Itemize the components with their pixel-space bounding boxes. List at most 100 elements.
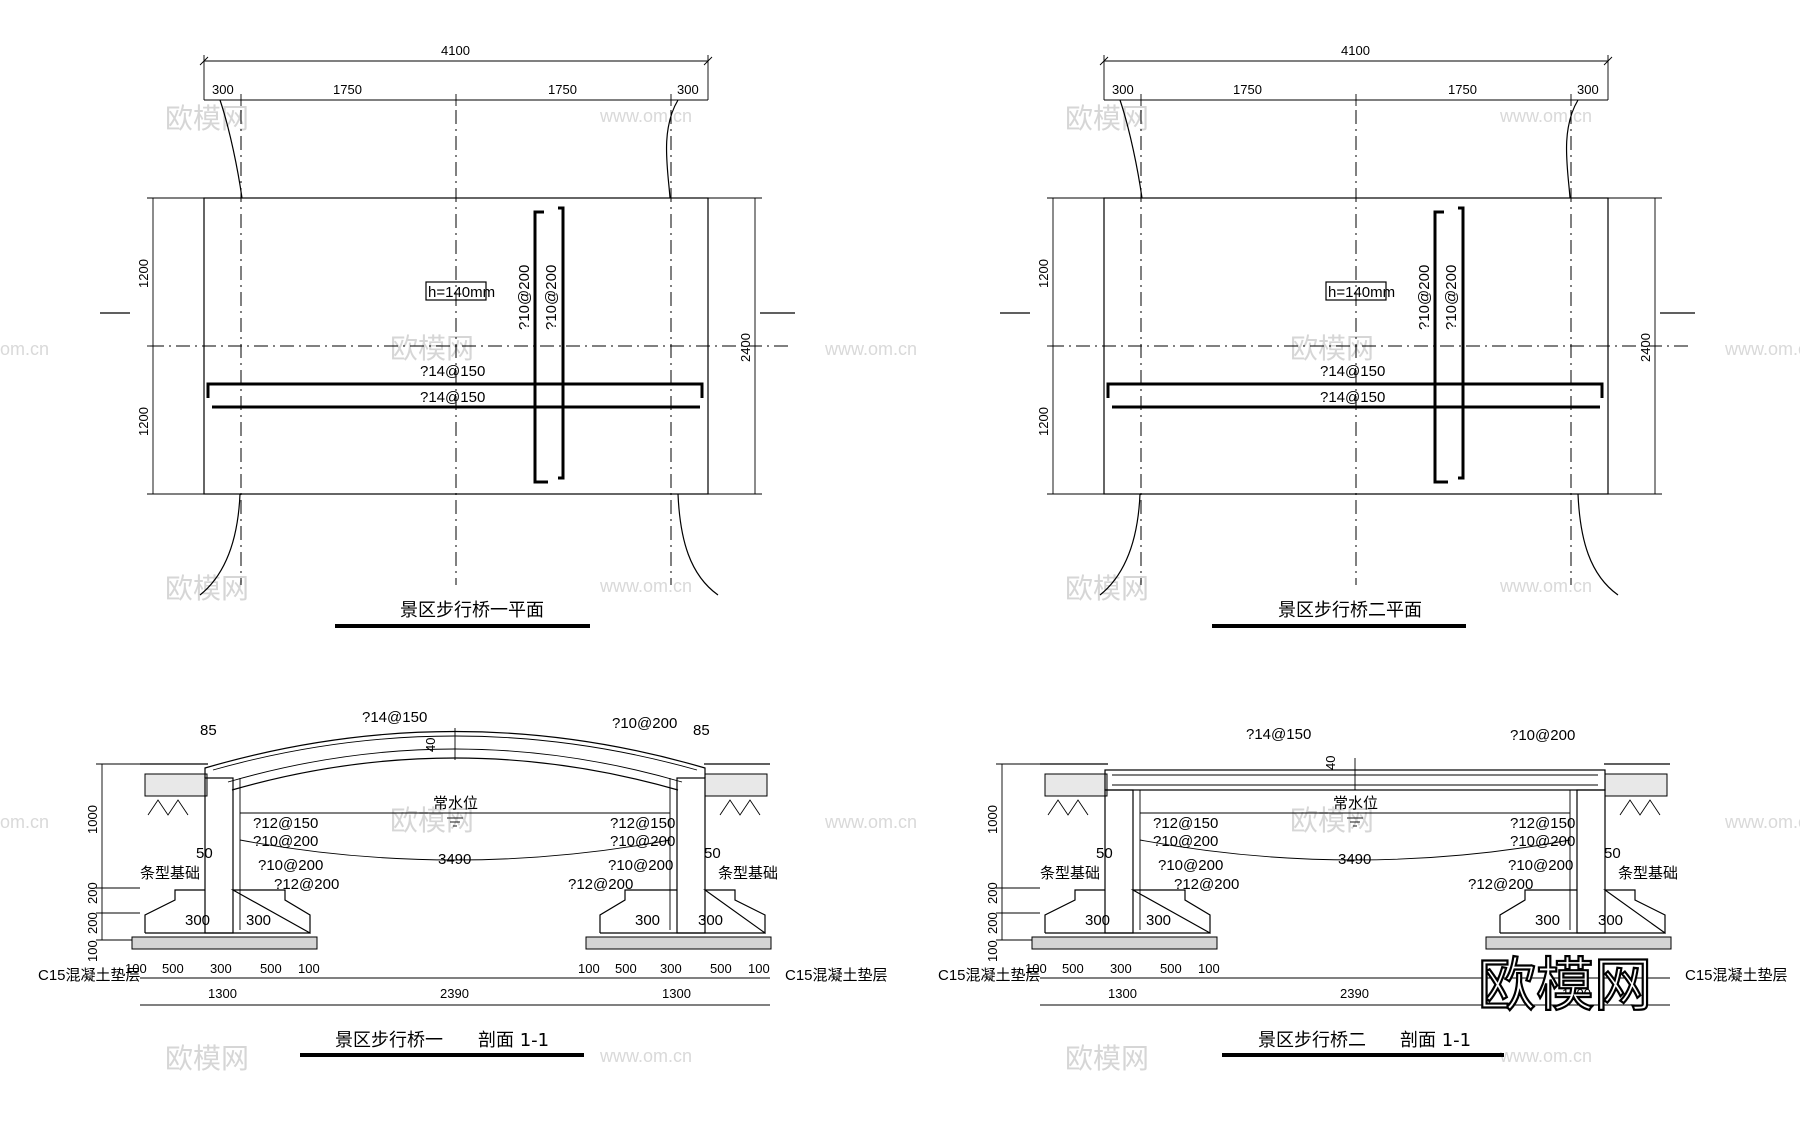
dim-edge-right: 300 (677, 82, 699, 97)
cover-right-dim: 85 (693, 722, 710, 739)
wm-url: www.om.cn (1724, 339, 1800, 359)
wm-url: www.om.cn (1724, 812, 1800, 832)
section-title-2: 景区步行桥二 (1258, 1030, 1366, 1051)
section-tag-1: 剖面 1-1 (478, 1030, 549, 1051)
foundation-label: 条型基础 (1040, 865, 1100, 882)
wall-bar-1: ?12@150 (610, 815, 675, 832)
bar-top-main: ?14@150 (362, 709, 427, 726)
dim-bot-e: 100 (1198, 961, 1220, 976)
dim-bot-b: 500 (162, 961, 184, 976)
wm-url: www.om.cn (599, 1046, 692, 1066)
wall-thickness: 300 (246, 912, 271, 929)
wall-bar-3: ?10@200 (608, 857, 673, 874)
dim-pad-h: 100 (85, 940, 100, 962)
section-view-2: 1000 200 200 100 40 常水位 ?14@150 ?10@200 … (938, 726, 1788, 1057)
dim-bot-b: 500 (1062, 961, 1084, 976)
wm-url: www.om.cn (1499, 1046, 1592, 1066)
dim-total: 4100 (1341, 43, 1370, 58)
chamfer-dim: 50 (1604, 845, 1621, 862)
bar-top-dist: ?10@200 (1510, 727, 1575, 744)
wall-bar-1: ?12@150 (1153, 815, 1218, 832)
dim-edge-left: 300 (212, 82, 234, 97)
chamfer-dim: 50 (1096, 845, 1113, 862)
wm-brand: 欧模网 (165, 102, 249, 135)
bar-top-main: ?14@150 (1246, 726, 1311, 743)
wall-bar-1: ?12@150 (1510, 815, 1575, 832)
section-view-1: 1000 200 200 100 40 常水位 85 85 (38, 709, 888, 1057)
dim-bot-e: 100 (298, 961, 320, 976)
dim-bot-a: 100 (125, 961, 147, 976)
water-level-label: 常水位 (1333, 795, 1378, 812)
dim-footing-h2: 200 (85, 912, 100, 934)
wall-thickness: 300 (698, 912, 723, 929)
dim-mid: 2390 (440, 986, 469, 1001)
wm-brand: 欧模网 (165, 1042, 249, 1075)
clear-span-dim: 3490 (1338, 851, 1371, 868)
dim-right-total: 1300 (662, 986, 691, 1001)
wall-bar-4: ?12@200 (274, 876, 339, 893)
wall-bar-4: ?12@200 (1174, 876, 1239, 893)
foundation-label: 条型基础 (718, 865, 778, 882)
wm-url: www.om.cn (824, 339, 917, 359)
dim-half-bottom: 1200 (1036, 407, 1051, 436)
plan-title-2: 景区步行桥二平面 (1278, 600, 1422, 621)
dim-bot-c: 300 (210, 961, 232, 976)
wm-url: om.cn (0, 812, 49, 832)
dim-height: 1000 (85, 805, 100, 834)
note-bar-d: ?10@200 (543, 265, 560, 330)
dim-edge-left: 300 (1112, 82, 1134, 97)
note-thickness: h=140mm (1328, 284, 1395, 301)
wall-bar-3: ?10@200 (1158, 857, 1223, 874)
wall-bar-1: ?12@150 (253, 815, 318, 832)
dim-span-right: 1750 (1448, 82, 1477, 97)
dim-bot-e: 100 (748, 961, 770, 976)
dim-height: 1000 (985, 805, 1000, 834)
section-title-1: 景区步行桥一 (335, 1030, 443, 1051)
foundation-label: 条型基础 (1618, 865, 1678, 882)
dim-bot-d: 500 (710, 961, 732, 976)
plan-view-2: 4100 300 1750 1750 300 1200 1200 2400 (1000, 43, 1695, 628)
wm-brand: 欧模网 (1065, 1042, 1149, 1075)
dim-mid: 2390 (1340, 986, 1369, 1001)
dim-bot-c: 300 (660, 961, 682, 976)
section-tag-2: 剖面 1-1 (1400, 1030, 1471, 1051)
wall-thickness: 300 (1535, 912, 1560, 929)
cover-left-dim: 85 (200, 722, 217, 739)
dim-total: 4100 (441, 43, 470, 58)
wall-thickness: 300 (185, 912, 210, 929)
dim-bot-d: 500 (260, 961, 282, 976)
pad-label: C15混凝土垫层 (785, 967, 888, 984)
dim-footing-h2: 200 (985, 912, 1000, 934)
dim-span-right: 1750 (548, 82, 577, 97)
dim-half-top: 1200 (136, 259, 151, 288)
plan-view-1: 4100 300 1750 1750 300 1200 1200 2400 (100, 43, 795, 628)
chamfer-dim: 50 (196, 845, 213, 862)
foundation-label: 条型基础 (140, 865, 200, 882)
dim-span-left: 1750 (333, 82, 362, 97)
dim-footing-h1: 200 (85, 882, 100, 904)
brand-watermark-logo: 欧模网 (1478, 951, 1652, 1019)
wm-brand: 欧模网 (390, 332, 474, 365)
note-bar-c: ?10@200 (1416, 265, 1433, 330)
wall-bar-3: ?10@200 (258, 857, 323, 874)
wall-bar-4: ?12@200 (568, 876, 633, 893)
note-bar-b: ?14@150 (420, 389, 485, 406)
wm-url: www.om.cn (1499, 106, 1592, 126)
wall-thickness: 300 (1598, 912, 1623, 929)
dim-bot-a: 100 (1025, 961, 1047, 976)
note-thickness: h=140mm (428, 284, 495, 301)
note-bar-d: ?10@200 (1443, 265, 1460, 330)
wm-url: www.om.cn (599, 576, 692, 596)
pad-label: C15混凝土垫层 (1685, 967, 1788, 984)
dim-thk: 40 (1323, 756, 1338, 770)
wm-brand: 欧模网 (1290, 332, 1374, 365)
dim-left-total: 1300 (208, 986, 237, 1001)
note-bar-a: ?14@150 (1320, 363, 1385, 380)
wall-thickness: 300 (1146, 912, 1171, 929)
dim-bot-d: 500 (1160, 961, 1182, 976)
wm-url: www.om.cn (599, 106, 692, 126)
dim-width: 2400 (738, 333, 753, 362)
dim-span-left: 1750 (1233, 82, 1262, 97)
plan-title-1: 景区步行桥一平面 (400, 600, 544, 621)
